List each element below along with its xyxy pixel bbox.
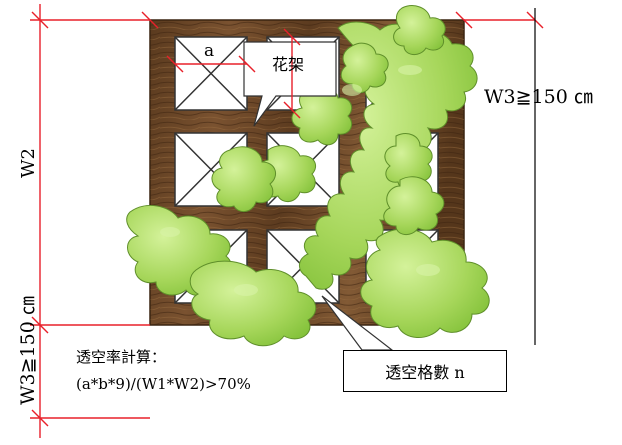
trellis-label: 花架 — [272, 55, 304, 74]
w2-label: W2 — [18, 148, 39, 178]
trellis-label-callout — [243, 41, 337, 127]
opening-count-label: 透空格數 n — [385, 363, 465, 382]
openness-formula: 透空率計算： (a*b*9)/(W1*W2)>70% — [76, 344, 251, 398]
opening-count-box: 透空格數 n — [343, 350, 507, 392]
formula-title: 透空率計算： — [76, 348, 167, 366]
w3-right-label: W3≧150 ㎝ — [484, 86, 593, 108]
opening-cell — [174, 36, 248, 111]
plant-foliage — [126, 5, 490, 347]
cell-a-label: a — [204, 41, 214, 61]
formula-expression: (a*b*9)/(W1*W2)>70% — [76, 375, 251, 393]
w3-left-label: W3≧150 ㎝ — [17, 296, 39, 405]
leaf-highlights — [160, 65, 440, 296]
dimension-lines — [30, 4, 544, 438]
